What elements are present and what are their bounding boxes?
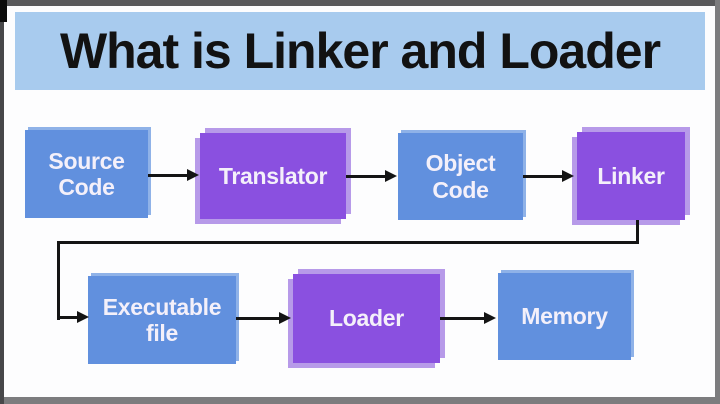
arrow-source-to-translator bbox=[148, 174, 188, 177]
frame-right-border bbox=[715, 0, 720, 404]
connector-into-executable bbox=[57, 316, 79, 319]
arrowhead-icon bbox=[279, 312, 291, 324]
arrow-executable-to-loader bbox=[236, 317, 280, 320]
arrow-loader-to-memory bbox=[440, 317, 485, 320]
node-translator: Translator bbox=[200, 133, 346, 219]
frame-corner-mark bbox=[0, 0, 7, 22]
node-loader: Loader bbox=[293, 274, 440, 363]
connector-linker-down bbox=[636, 220, 639, 244]
node-object-code: Object Code bbox=[398, 133, 523, 220]
arrowhead-icon bbox=[77, 311, 89, 323]
node-memory: Memory bbox=[498, 273, 631, 360]
arrow-translator-to-object bbox=[346, 175, 386, 178]
arrow-object-to-linker bbox=[523, 175, 563, 178]
connector-down-left bbox=[57, 241, 60, 320]
arrowhead-icon bbox=[562, 170, 574, 182]
connector-across bbox=[57, 241, 639, 244]
title-banner: What is Linker and Loader bbox=[15, 12, 705, 90]
arrowhead-icon bbox=[187, 169, 199, 181]
arrowhead-icon bbox=[385, 170, 397, 182]
node-executable-file: Executable file bbox=[88, 276, 236, 364]
frame-left-border bbox=[0, 0, 4, 404]
node-linker: Linker bbox=[577, 132, 685, 220]
frame-bottom-border bbox=[0, 397, 720, 404]
page-title: What is Linker and Loader bbox=[59, 23, 661, 79]
frame-top-border bbox=[0, 0, 720, 6]
node-source-code: Source Code bbox=[25, 130, 148, 218]
arrowhead-icon bbox=[484, 312, 496, 324]
